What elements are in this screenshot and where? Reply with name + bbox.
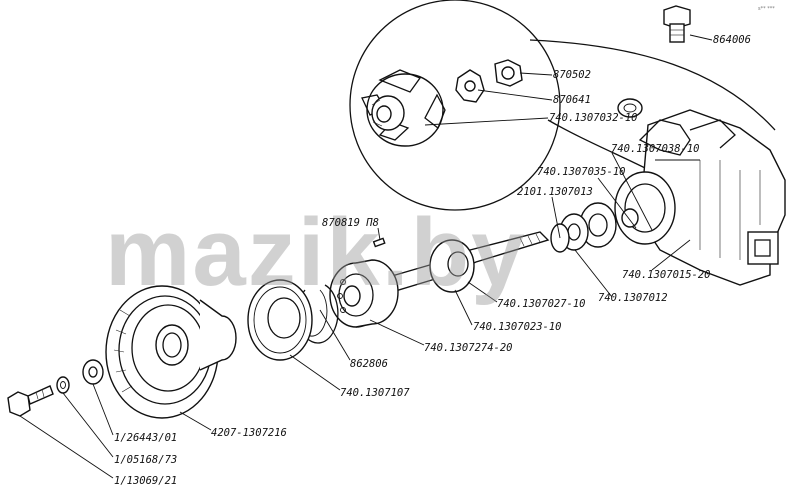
label-740-1307015-20: 740.1307015-20 xyxy=(622,269,711,281)
o-ring-drawing xyxy=(617,98,643,118)
label-2101-1307013: 2101.1307013 xyxy=(517,186,593,198)
plug-fitting-drawing xyxy=(663,5,691,43)
label-1-13069-21: 1/13069/21 xyxy=(114,475,177,487)
label-1-05168-73: 1/05168/73 xyxy=(114,454,177,466)
watermark: mazik.by xyxy=(105,199,527,306)
label-740-1307107: 740.1307107 xyxy=(340,387,410,399)
nut-drawing xyxy=(494,59,523,87)
corner-note: s** *** xyxy=(758,6,775,12)
part-labels: 864006 870502 870641 740.1307032-10 740.… xyxy=(114,34,751,487)
shaft-drawing xyxy=(381,231,550,294)
leader-lines xyxy=(19,34,713,479)
label-740-1307012: 740.1307012 xyxy=(598,292,668,304)
pulley-drawing xyxy=(105,285,237,419)
spring-washer-drawing xyxy=(56,376,70,394)
label-740-1307027-10: 740.1307027-10 xyxy=(497,298,586,310)
cover-plate-drawing xyxy=(247,279,313,361)
label-740-1307274-20: 740.1307274-20 xyxy=(424,342,513,354)
label-4207-1307216: 4207-1307216 xyxy=(211,427,287,439)
label-864006: 864006 xyxy=(713,34,751,46)
impeller-drawing xyxy=(361,69,446,147)
label-1-26443-01: 1/26443/01 xyxy=(114,432,177,444)
seal-assembly-drawing xyxy=(550,202,639,253)
label-740-1307035-10: 740.1307035-10 xyxy=(537,166,626,178)
label-870819-p8: 870819 П8 xyxy=(322,217,379,229)
bolt-drawing xyxy=(7,385,54,417)
label-870502: 870502 xyxy=(553,69,591,81)
key-drawing xyxy=(372,237,386,248)
label-862806: 862806 xyxy=(350,358,388,370)
label-740-1307032-10: 740.1307032-10 xyxy=(549,112,638,124)
label-740-1307038-10: 740.1307038-10 xyxy=(611,143,700,155)
lock-washer-drawing xyxy=(455,69,485,103)
pump-housing-drawing xyxy=(614,109,786,286)
label-870641: 870641 xyxy=(553,94,591,106)
label-740-1307023-10: 740.1307023-10 xyxy=(473,321,562,333)
bearing-drawing xyxy=(329,259,399,328)
flat-washer-drawing xyxy=(82,359,104,385)
